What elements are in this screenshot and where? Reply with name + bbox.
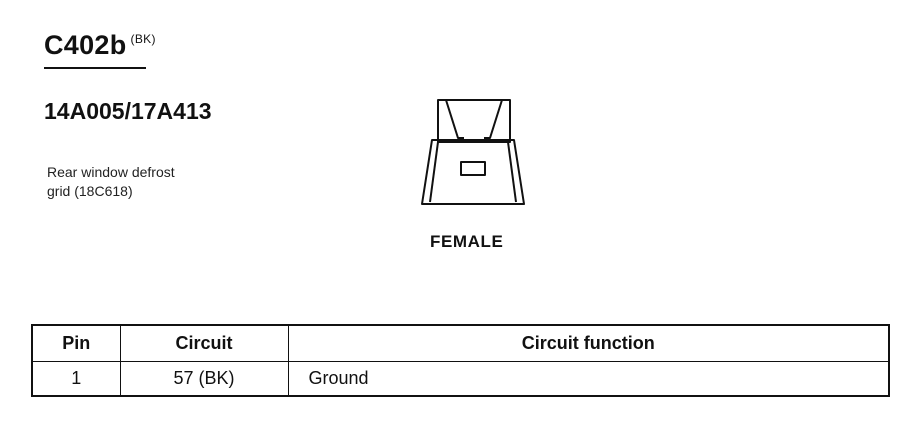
header-circuit-function: Circuit function [287,324,890,362]
cell-circuit: 57 (BK) [119,361,289,397]
header-circuit: Circuit [119,324,289,362]
connector-gender-label: FEMALE [430,232,504,251]
table-header-row: Pin Circuit Circuit function [31,324,890,362]
cell-circuit-function: Ground [287,361,890,397]
connector-color: (BK) [130,32,156,46]
title-underline [44,67,146,69]
connector-pin-cavity [460,161,486,176]
pin-table: Pin Circuit Circuit function 1 57 (BK) G… [31,324,890,397]
header-pin: Pin [31,324,121,362]
connector-top-tab [437,99,511,143]
table-row: 1 57 (BK) Ground [31,361,890,397]
description-line-1: Rear window defrost [47,164,175,180]
connector-body-inner-right [507,141,517,203]
connector-face-icon [421,99,525,205]
connector-id: C402b(BK) [44,30,156,61]
connector-body-inner-left [429,141,439,203]
part-number: 14A005/17A413 [44,98,212,124]
connector-id-text: C402b [44,30,127,60]
connector-description: Rear window defrost grid (18C618) [47,163,247,201]
connector-latch-left [445,99,464,139]
connector-body [421,139,525,205]
connector-latch-right [484,99,503,139]
description-line-2: grid (18C618) [47,183,133,199]
cell-pin: 1 [31,361,121,397]
